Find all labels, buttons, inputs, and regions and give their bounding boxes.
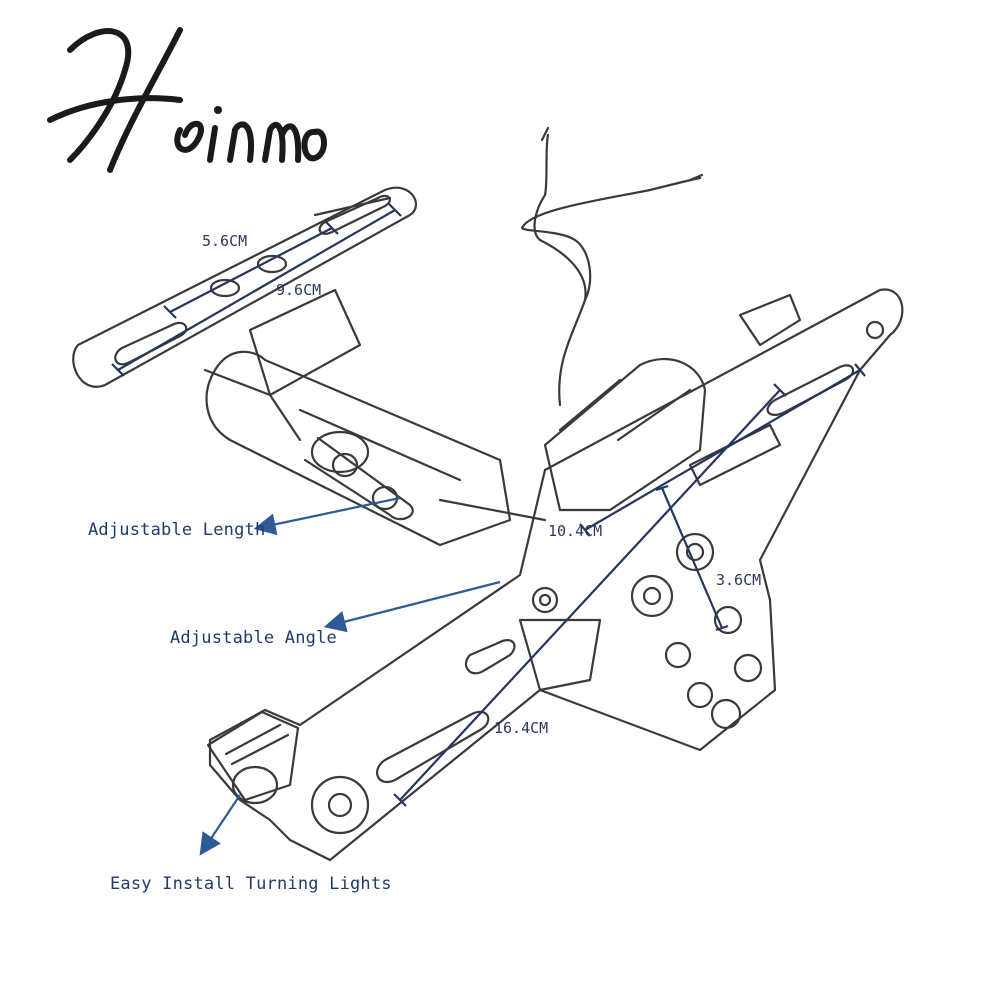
bracket-sketch — [72, 126, 904, 862]
dim-top-hole-spacing: 5.6CM — [202, 232, 247, 250]
dimension-lines — [111, 203, 866, 807]
dim-hole-height: 3.6CM — [716, 571, 761, 589]
dim-top-plate-length: 9.6CM — [276, 281, 321, 299]
heinmo-logo — [47, 27, 327, 173]
callout-turning-lights: Easy Install Turning Lights — [110, 874, 392, 894]
callout-arrows — [199, 496, 501, 856]
callout-adjustable-length: Adjustable Length — [88, 520, 266, 540]
dim-plate-length: 16.4CM — [494, 719, 548, 737]
callout-adjustable-angle: Adjustable Angle — [170, 628, 337, 648]
dim-plate-width: 10.4CM — [548, 522, 602, 540]
